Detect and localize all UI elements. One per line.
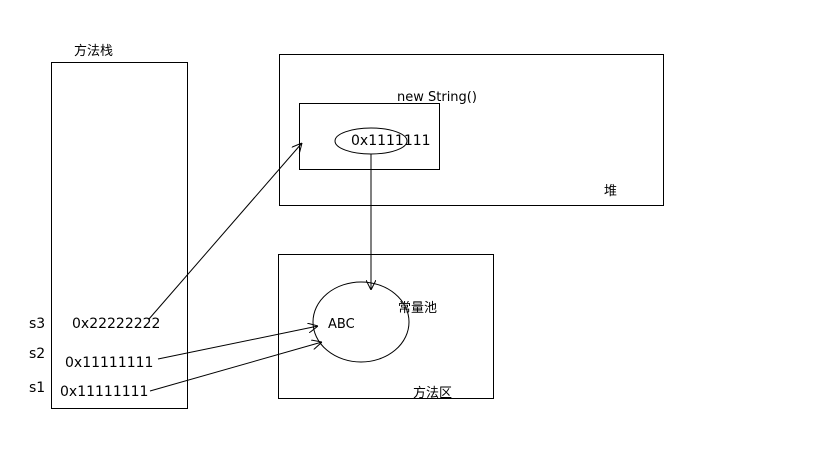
var-name-s3: s3 [29,316,46,332]
constant-pool-value: ABC [328,317,355,332]
method-area-box [278,254,494,399]
heap-object-address: 0x1111111 [351,133,431,149]
string-object-box [299,103,440,170]
var-name-s1: s1 [29,380,46,396]
heap-title: 堆 [604,184,618,199]
var-name-s2: s2 [29,346,46,362]
var-value-s1: 0x11111111 [60,384,149,400]
method-stack-box [51,62,188,409]
heap-box [279,54,664,206]
arrow-s3-to-object [148,143,302,320]
method-area-title: 方法区 [413,386,453,401]
arrow-s2-to-abc [157,326,318,360]
heap-object-label: new String() [397,90,477,105]
constant-pool-title: 常量池 [398,301,438,316]
constant-pool-ellipse [312,281,410,363]
var-value-s3: 0x22222222 [72,316,161,332]
arrow-s1-to-abc [149,342,322,392]
method-stack-title: 方法栈 [74,44,114,59]
var-value-s2: 0x11111111 [65,355,154,371]
